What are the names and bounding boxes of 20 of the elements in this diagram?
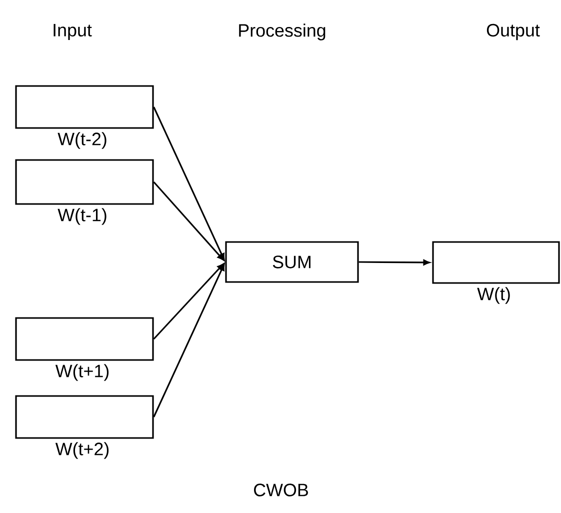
empty-box: [15, 85, 154, 129]
arrow: [153, 181, 224, 260]
arrow: [358, 260, 430, 266]
column-heading: Processing: [239, 24, 326, 40]
caption: CWOB: [254, 484, 308, 496]
arrow: [153, 264, 225, 418]
box-label: W(t): [477, 287, 510, 304]
sum-box: SUM: [225, 241, 359, 283]
box-label: W(t-2): [58, 132, 106, 149]
box-label: W(t+1): [55, 364, 109, 381]
empty-box: [15, 395, 154, 439]
arrow: [153, 106, 225, 260]
empty-box: [15, 317, 154, 361]
arrow: [153, 264, 224, 340]
box-label: W(t+2): [55, 442, 109, 459]
empty-box: [15, 159, 154, 205]
column-heading: Output: [486, 24, 540, 40]
box-label: W(t-1): [58, 208, 106, 225]
column-heading: Input: [54, 24, 92, 40]
empty-box: [432, 241, 560, 284]
